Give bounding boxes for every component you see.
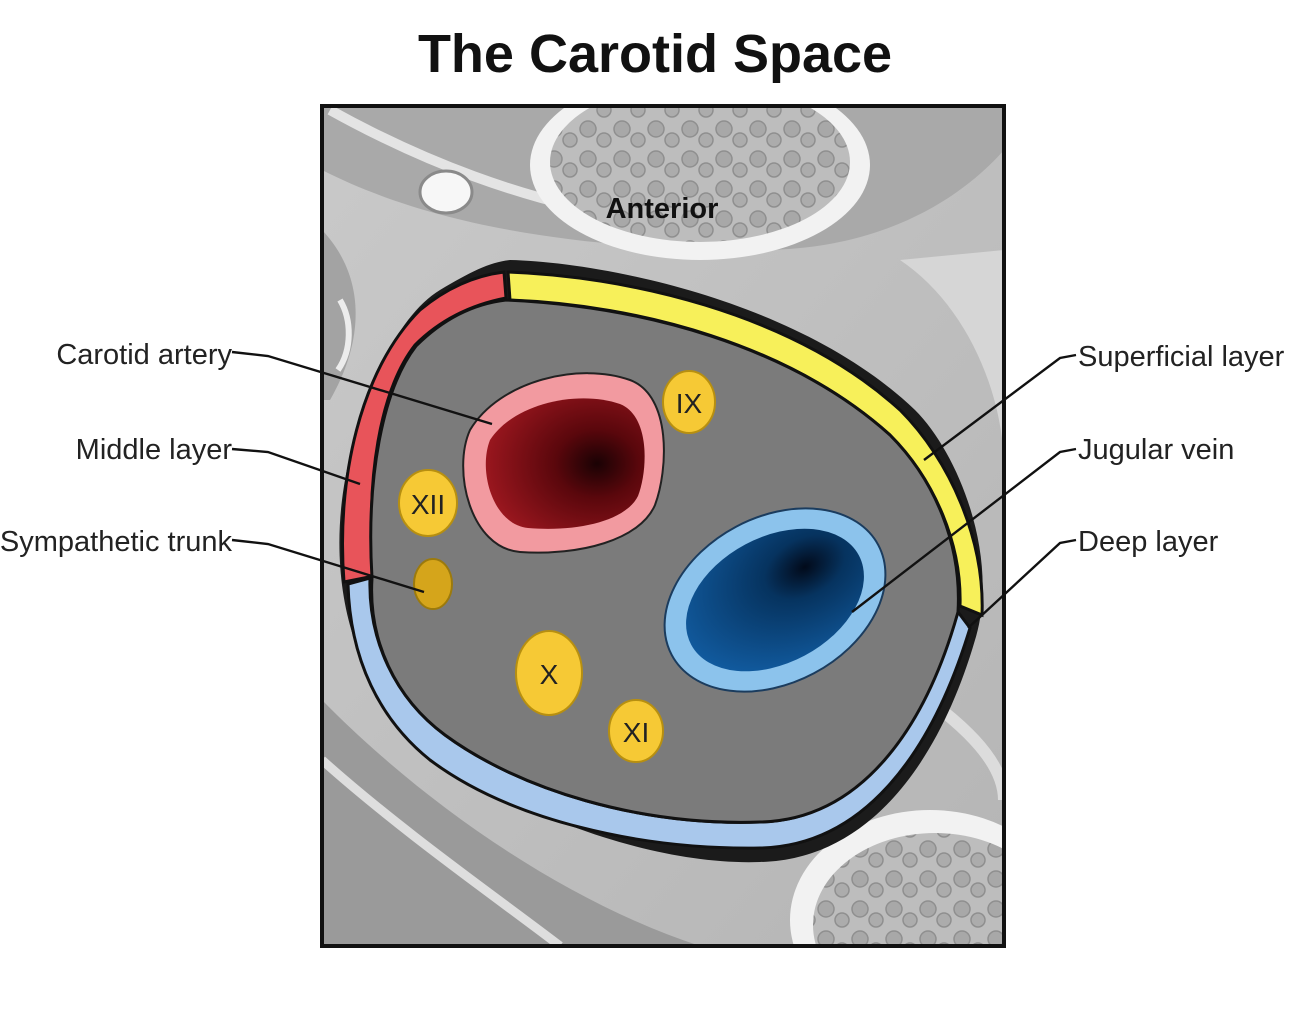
bone-structure-bottom (790, 810, 1004, 946)
label-superficial-layer: Superficial layer (1078, 341, 1285, 373)
carotid-artery (462, 372, 665, 554)
nerve-ix: IX (662, 370, 716, 434)
nerve-xii: XII (398, 469, 458, 537)
sympathetic-trunk (413, 558, 453, 610)
leader-superficial-layer (923, 353, 1077, 461)
leader-middle-layer (231, 447, 361, 486)
jugular-vein (663, 507, 887, 693)
leader-sympathetic-trunk (231, 538, 425, 594)
label-sympathetic-trunk: Sympathetic trunk (0, 526, 232, 558)
label-deep-layer: Deep layer (1078, 526, 1219, 558)
label-middle-layer: Middle layer (76, 434, 233, 466)
nerve-xii-label: XII (411, 489, 445, 520)
anterior-label: Anterior (606, 193, 719, 225)
nerve-ix-label: IX (676, 388, 703, 419)
nerve-x: X (515, 630, 583, 716)
label-jugular-vein: Jugular vein (1078, 434, 1234, 466)
small-vessel (418, 169, 474, 215)
nerve-xi: XI (608, 699, 664, 763)
leader-jugular-vein (851, 447, 1077, 613)
bone-structure-top (530, 106, 870, 260)
diagram-title: The Carotid Space (418, 24, 892, 84)
leader-carotid-artery (231, 350, 493, 426)
nerve-x-label: X (540, 659, 559, 690)
diagram-frame (320, 104, 1006, 948)
leader-deep-layer (967, 538, 1077, 629)
leader-lines (231, 350, 1077, 629)
nerve-xi-label: XI (623, 717, 649, 748)
label-carotid-artery: Carotid artery (56, 339, 232, 371)
